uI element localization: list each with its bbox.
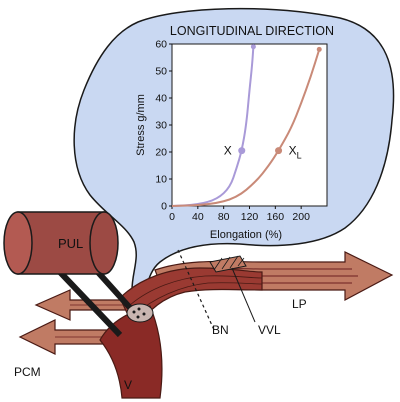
y-tick-label: 10	[155, 174, 167, 186]
vvl-pointer	[231, 267, 256, 323]
label-v: V	[124, 378, 132, 392]
series-label-0: X	[224, 144, 232, 158]
x-tick-label: 0	[169, 211, 175, 223]
y-axis-label: Stress g/mm	[135, 94, 147, 156]
series-line-0	[171, 46, 255, 207]
y-tick-label: 50	[155, 66, 167, 78]
x-axis-label: Elongation (%)	[210, 229, 282, 241]
label-vvl: VVL	[258, 323, 281, 337]
label-bn: BN	[212, 323, 229, 337]
junction-knot	[126, 303, 154, 323]
x-tick-label: 40	[192, 211, 204, 223]
muscle-band	[119, 267, 263, 332]
x-tick-label: 80	[218, 211, 230, 223]
series-marker-0	[238, 147, 246, 155]
y-ticks: 0 10 20 30 40 50 60	[155, 39, 172, 213]
vvl-patch	[209, 255, 247, 273]
series-end-point-1	[316, 46, 322, 52]
x-tick-label: 120	[241, 211, 259, 223]
series-end-point-0	[250, 44, 256, 50]
y-tick-label: 0	[161, 201, 167, 213]
label-pcm: PCM	[14, 365, 41, 379]
y-tick-label: 60	[155, 39, 167, 51]
y-tick-label: 20	[155, 147, 167, 159]
chart-title: LONGITUDINAL DIRECTION	[170, 24, 334, 38]
series-marker-1	[275, 147, 283, 155]
series-line-1	[171, 49, 321, 207]
bn-dashed-line	[177, 249, 216, 333]
x-tick-label: 160	[267, 211, 285, 223]
y-tick-label: 40	[155, 93, 167, 105]
x-tick-label: 200	[292, 211, 310, 223]
label-pul: PUL	[58, 236, 83, 251]
label-lp: LP	[292, 297, 307, 311]
pul-apparatus	[3, 211, 135, 338]
y-tick-label: 30	[155, 120, 167, 132]
x-ticks: 0 40 80 120 160 200	[169, 206, 310, 223]
plot-area	[171, 43, 328, 207]
